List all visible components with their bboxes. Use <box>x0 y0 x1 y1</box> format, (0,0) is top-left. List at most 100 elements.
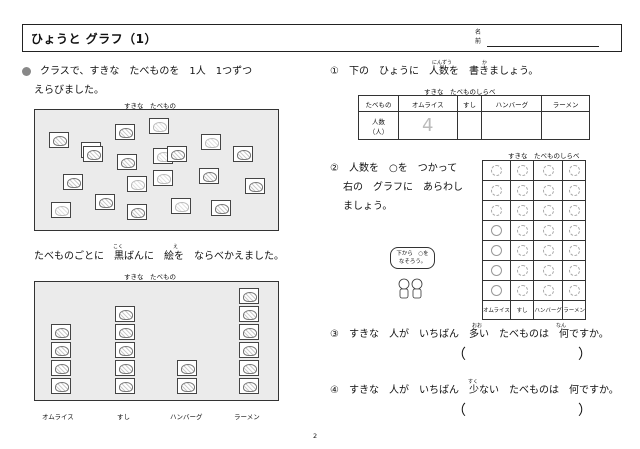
food-picture <box>51 202 71 218</box>
worksheet-title: ひょうと グラフ（1） <box>31 32 158 46</box>
table-head-label: たべもの <box>358 95 399 112</box>
board-category-ramen: ラーメン <box>234 413 260 421</box>
food-picture <box>115 342 135 358</box>
answer-3-paren-open: （ <box>452 347 466 363</box>
table-food-omurice: オムライス <box>398 95 458 112</box>
bullet-icon <box>22 67 31 76</box>
board1-caption: すきな たべもの <box>124 102 176 110</box>
food-picture <box>117 154 137 170</box>
graph-circle-slot[interactable] <box>542 265 554 276</box>
intro-line-2: えらびました。 <box>34 85 104 96</box>
graph-caption: すきな たべものしらべ <box>508 152 580 160</box>
board-category-omurice: オムライス <box>42 413 74 421</box>
graph-circle-slot[interactable] <box>516 185 528 196</box>
food-picture <box>239 324 259 340</box>
circle-graph[interactable]: オムライス すし ハンバーグ ラーメン <box>482 160 587 320</box>
graph-label-ramen: ラーメン <box>561 300 587 320</box>
graph-circle-slot[interactable] <box>516 165 528 176</box>
food-picture <box>239 342 259 358</box>
graph-circle-slot[interactable] <box>568 185 580 196</box>
graph-circle-slot[interactable] <box>490 165 502 176</box>
food-picture <box>115 324 135 340</box>
food-picture <box>239 288 259 304</box>
page-number: 2 <box>313 432 318 440</box>
graph-circle-filled[interactable] <box>490 225 502 236</box>
graph-circle-slot[interactable] <box>516 225 528 236</box>
worksheet-header: ひょうと グラフ（1） 名 前 <box>22 24 622 52</box>
graph-label-hamburg: ハンバーグ <box>533 300 563 320</box>
food-picture <box>233 146 253 162</box>
food-picture <box>199 168 219 184</box>
count-cell-sushi[interactable] <box>456 111 483 140</box>
food-picture <box>115 124 135 140</box>
food-picture <box>51 324 71 340</box>
food-picture <box>211 200 231 216</box>
ruby-suku: すく <box>468 379 479 385</box>
food-picture <box>171 198 191 214</box>
count-cell-ramen[interactable] <box>541 111 590 140</box>
graph-circle-slot[interactable] <box>516 205 528 216</box>
count-cell-omurice[interactable]: 4 <box>398 111 458 140</box>
answer-4-paren-open: （ <box>452 403 466 419</box>
answer-4-field[interactable] <box>470 400 575 418</box>
children-icon <box>398 278 423 299</box>
food-picture <box>51 360 71 376</box>
table-food-sushi: すし <box>456 95 483 112</box>
ruby-nan: なん <box>556 323 567 329</box>
graph-circle-slot[interactable] <box>542 245 554 256</box>
graph-circle-filled[interactable] <box>490 245 502 256</box>
ruby-oo: おお <box>472 323 483 329</box>
food-picture <box>177 378 197 394</box>
question-2-line-2: 右の グラフに あらわし <box>343 182 463 193</box>
table-row-label: 人数 （人） <box>358 111 399 140</box>
food-picture <box>153 170 173 186</box>
graph-circle-slot[interactable] <box>542 225 554 236</box>
ruby-koku: こく <box>113 244 124 250</box>
food-picture <box>115 306 135 322</box>
question-3: ③ すきな 人が いちばん 多い たべものは 何ですか。 <box>330 329 609 340</box>
count-cell-hamburg[interactable] <box>481 111 543 140</box>
food-picture <box>167 146 187 162</box>
graph-circle-slot[interactable] <box>568 245 580 256</box>
ruby-ninzuu: にんずう <box>432 60 453 66</box>
graph-circle-slot[interactable] <box>542 285 554 296</box>
answer-3-field[interactable] <box>470 344 575 362</box>
sort-sentence: たべものごとに 黒ばんに 絵を ならべかえました。 <box>34 251 284 262</box>
food-picture <box>63 174 83 190</box>
graph-circle-slot[interactable] <box>490 205 502 216</box>
name-label: 名 前 <box>475 29 482 45</box>
graph-circle-slot[interactable] <box>568 165 580 176</box>
graph-circle-slot[interactable] <box>516 245 528 256</box>
food-picture <box>127 204 147 220</box>
graph-circle-slot[interactable] <box>568 225 580 236</box>
graph-circle-slot[interactable] <box>542 165 554 176</box>
food-picture <box>83 146 103 162</box>
graph-circle-slot[interactable] <box>516 285 528 296</box>
food-picture <box>51 342 71 358</box>
board2-caption: すきな たべもの <box>124 273 176 281</box>
board-category-hamburg: ハンバーグ <box>170 413 203 421</box>
food-picture <box>201 134 221 150</box>
graph-circle-slot[interactable] <box>542 185 554 196</box>
graph-label-sushi: すし <box>509 300 535 320</box>
question-2-line-3: ましょう。 <box>343 201 393 212</box>
table-food-ramen: ラーメン <box>541 95 590 112</box>
food-picture <box>149 118 169 134</box>
graph-circle-filled[interactable] <box>490 265 502 276</box>
table-food-hamburg: ハンバーグ <box>481 95 543 112</box>
graph-circle-slot[interactable] <box>568 265 580 276</box>
intro-line-1: クラスで、すきな たべものを 1人 1つずつ <box>40 66 253 77</box>
graph-circle-slot[interactable] <box>568 285 580 296</box>
graph-circle-slot[interactable] <box>568 205 580 216</box>
food-picture <box>51 378 71 394</box>
graph-circle-slot[interactable] <box>516 265 528 276</box>
graph-circle-slot[interactable] <box>490 185 502 196</box>
answer-3-paren-close: ） <box>578 347 592 363</box>
graph-circle-filled[interactable] <box>490 285 502 296</box>
graph-label-omurice: オムライス <box>482 300 511 320</box>
food-picture <box>245 178 265 194</box>
graph-circle-slot[interactable] <box>542 205 554 216</box>
food-picture <box>127 176 147 192</box>
food-picture <box>115 378 135 394</box>
name-write-line[interactable] <box>487 46 599 47</box>
